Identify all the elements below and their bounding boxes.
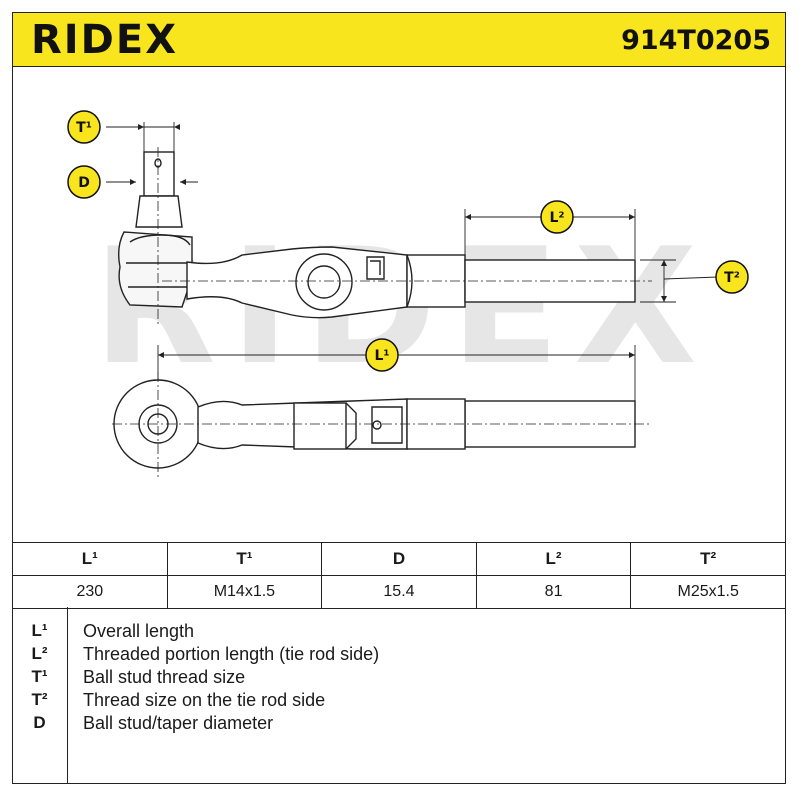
callout-d: D <box>67 165 101 199</box>
brand-logo: RIDEX <box>31 17 179 63</box>
callout-t2-label: T² <box>724 270 740 286</box>
specs-table: L¹ T¹ D L² T² 230 M14x1.5 15.4 81 M25x1.… <box>12 542 786 609</box>
legend-symbol: L¹ <box>31 621 48 640</box>
legend-item: L¹ Overall length <box>12 621 786 643</box>
spec-value: 15.4 <box>321 575 477 609</box>
callout-l2: L² <box>540 200 574 234</box>
legend-text: Thread size on the tie rod side <box>83 690 326 710</box>
technical-drawing: RIDEX <box>67 110 749 477</box>
spec-header: T² <box>630 542 786 576</box>
legend-text: Ball stud thread size <box>83 667 246 687</box>
spec-header: T¹ <box>166 542 323 576</box>
legend-text: Threaded portion length (tie rod side) <box>83 644 380 664</box>
legend-text: Ball stud/taper diameter <box>83 713 274 733</box>
legend-item: T² Thread size on the tie rod side <box>12 690 786 712</box>
callout-t1-label: T¹ <box>76 120 92 136</box>
tie-rod-end-side-view <box>117 151 636 319</box>
callout-d-label: D <box>78 175 90 191</box>
spec-value: 81 <box>475 575 632 609</box>
callout-l1-label: L¹ <box>374 348 389 364</box>
legend-item: T¹ Ball stud thread size <box>12 667 786 689</box>
legend: L¹ Overall length L² Threaded portion le… <box>12 607 786 784</box>
callout-t2: T² <box>715 260 749 294</box>
legend-symbol: L² <box>31 644 48 663</box>
spec-value: 230 <box>12 575 168 609</box>
callout-t1: T¹ <box>67 110 101 144</box>
spec-header: L² <box>475 542 632 576</box>
legend-item: D Ball stud/taper diameter <box>12 713 786 735</box>
spec-header: D <box>321 542 477 576</box>
callout-l2-label: L² <box>549 210 564 226</box>
legend-symbol: T¹ <box>31 667 48 686</box>
spec-value: M25x1.5 <box>630 575 786 609</box>
legend-symbol: T² <box>31 690 48 709</box>
part-number: 914T0205 <box>621 25 771 56</box>
callout-l1: L¹ <box>365 338 399 372</box>
legend-divider <box>67 607 68 784</box>
legend-item: L² Threaded portion length (tie rod side… <box>12 644 786 666</box>
legend-text: Overall length <box>83 621 195 641</box>
header-bar: RIDEX 914T0205 <box>12 12 786 67</box>
legend-symbol: D <box>33 713 46 732</box>
spec-header: L¹ <box>12 542 168 576</box>
specs-value-row: 230 M14x1.5 15.4 81 M25x1.5 <box>12 575 786 609</box>
spec-value: M14x1.5 <box>166 575 323 609</box>
specs-header-row: L¹ T¹ D L² T² <box>12 542 786 576</box>
